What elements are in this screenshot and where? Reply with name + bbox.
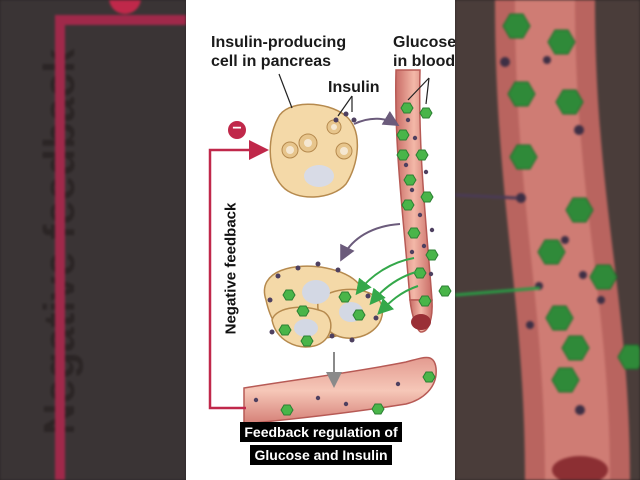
caption-line1: Feedback regulation of xyxy=(240,422,401,442)
insulin-label: Insulin xyxy=(328,78,380,97)
blood-vessel-horizontal xyxy=(244,358,436,425)
insulin-to-cells-arrow xyxy=(342,224,400,258)
background-right-vessel xyxy=(455,0,640,480)
negative-sign-symbol: − xyxy=(231,120,243,138)
glucose-label-line2: in blood xyxy=(393,52,455,71)
background-left-art xyxy=(0,0,186,480)
background-right xyxy=(455,0,640,480)
caption-line2: Glucose and Insulin xyxy=(250,445,391,465)
diagram-panel: − Insulin-producing cell in pancreas Ins… xyxy=(186,0,455,480)
glucose-label-line1: Glucose xyxy=(393,33,455,52)
pancreas-cell xyxy=(270,104,357,197)
cell-label-line1: Insulin-producing xyxy=(211,33,346,52)
negative-feedback-label: Negative feedback xyxy=(223,179,240,359)
cell-label-line2: cell in pancreas xyxy=(211,52,331,71)
caption: Feedback regulation of Glucose and Insul… xyxy=(236,421,406,467)
background-left: Negative feedback xyxy=(0,0,186,480)
insulin-release-arrow xyxy=(354,119,396,124)
